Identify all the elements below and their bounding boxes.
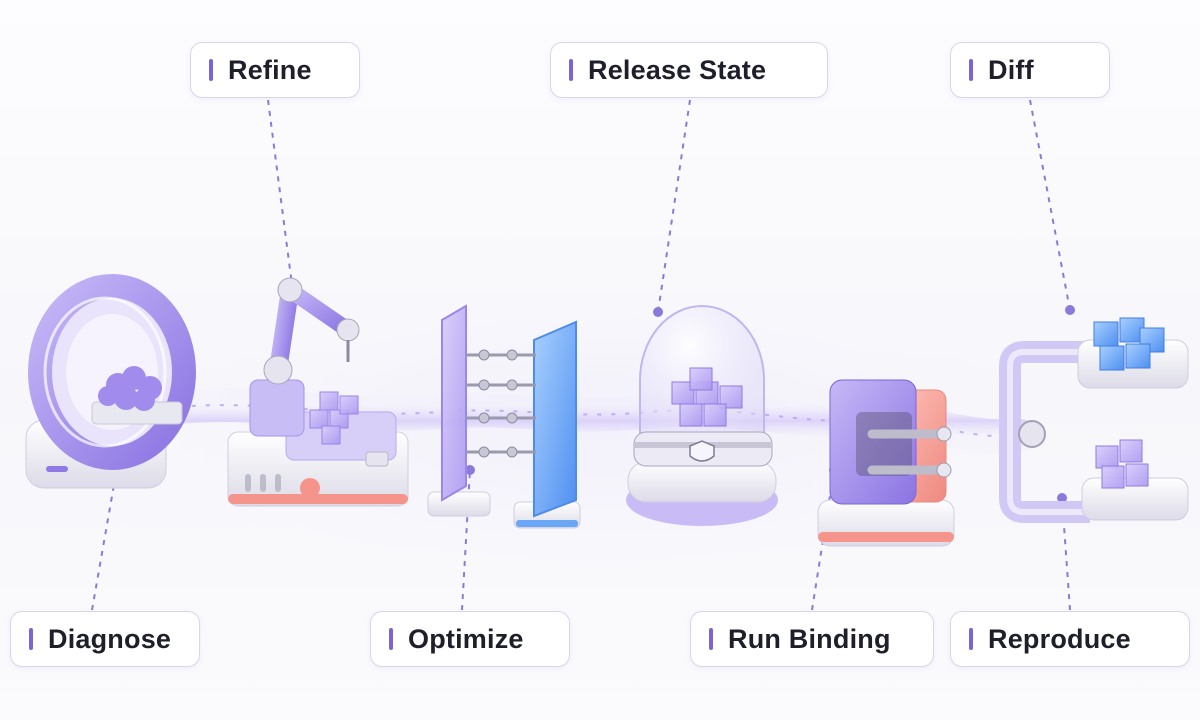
shield-icon	[689, 440, 715, 462]
mri-scanner-icon	[25, 274, 196, 489]
label-optimize: Optimize	[370, 611, 570, 667]
label-diff: Diff	[950, 42, 1110, 98]
connector-lines	[91, 99, 1071, 611]
label-text: Run Binding	[728, 623, 891, 654]
label-text: Refine	[228, 54, 312, 85]
label-text: Reproduce	[988, 623, 1131, 654]
label-diagnose: Diagnose	[10, 611, 200, 667]
glass-dome-icon	[626, 305, 778, 526]
fork-cubes-icon	[999, 317, 1189, 523]
filter-panels-icon	[427, 304, 581, 529]
label-release-state: Release State	[550, 42, 828, 98]
label-text: Release State	[588, 54, 767, 85]
robot-arm-icon	[227, 277, 409, 507]
label-run-binding: Run Binding	[690, 611, 934, 667]
label-accent-bar	[209, 59, 213, 81]
label-accent-bar	[709, 628, 713, 650]
label-text: Diff	[988, 54, 1034, 85]
label-accent-bar	[569, 59, 573, 81]
label-text: Optimize	[408, 623, 524, 654]
label-refine: Refine	[190, 42, 360, 98]
label-text: Diagnose	[48, 623, 172, 654]
label-reproduce: Reproduce	[950, 611, 1190, 667]
label-accent-bar	[29, 628, 33, 650]
label-accent-bar	[969, 59, 973, 81]
press-machine-icon	[817, 379, 955, 547]
label-accent-bar	[969, 628, 973, 650]
label-accent-bar	[389, 628, 393, 650]
